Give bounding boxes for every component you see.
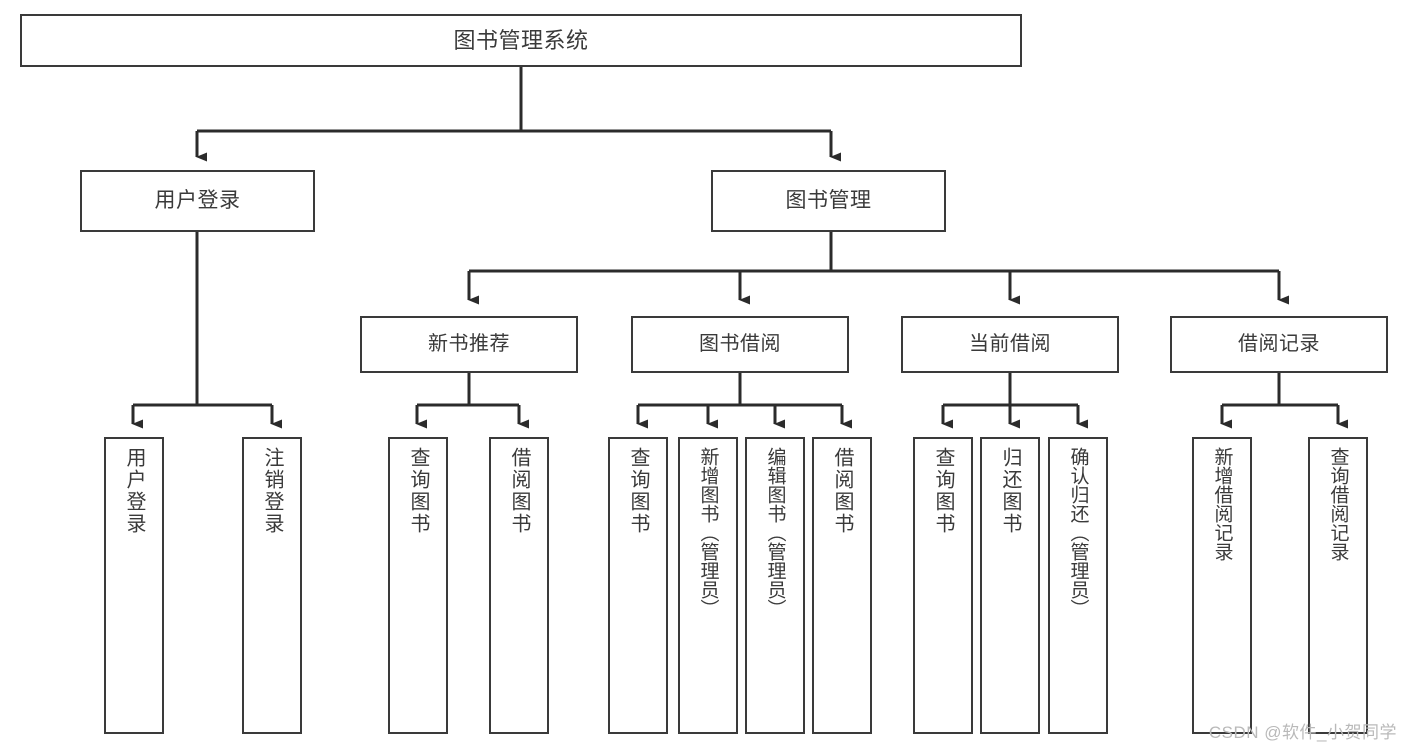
node-label: 新书推荐 <box>428 332 510 355</box>
node-book-management[interactable]: 图书管理 <box>711 170 946 232</box>
node-label: 图书管理 <box>785 188 872 212</box>
node-new-book-recommendation[interactable]: 新书推荐 <box>360 316 578 373</box>
node-label: 查询图书 <box>627 447 649 535</box>
node-label: 查询图书 <box>932 447 954 535</box>
leaf-book-borrow-edit-book-admin[interactable]: 编辑图书（管理员） <box>745 437 805 734</box>
leaf-new-book-borrow-book[interactable]: 借阅图书 <box>489 437 549 734</box>
node-label: 查询借阅记录 <box>1327 447 1349 561</box>
node-label: 查询图书 <box>407 447 429 535</box>
node-label: 当前借阅 <box>969 332 1051 355</box>
leaf-user-login-logout[interactable]: 注销登录 <box>242 437 302 734</box>
node-label: 新增图书（管理员） <box>697 447 719 618</box>
node-root-book-management-system[interactable]: 图书管理系统 <box>20 14 1022 67</box>
node-label: 注销登录 <box>261 447 283 535</box>
node-label: 借阅图书 <box>831 447 853 535</box>
node-label: 编辑图书（管理员） <box>764 447 786 618</box>
leaf-book-borrow-borrow-book[interactable]: 借阅图书 <box>812 437 872 734</box>
node-user-login[interactable]: 用户登录 <box>80 170 315 232</box>
node-label: 借阅图书 <box>508 447 530 535</box>
leaf-current-borrow-confirm-return-admin[interactable]: 确认归还（管理员） <box>1048 437 1108 734</box>
node-label: 归还图书 <box>999 447 1021 535</box>
leaf-current-borrow-query-book[interactable]: 查询图书 <box>913 437 973 734</box>
node-label: 新增借阅记录 <box>1211 447 1233 561</box>
node-label: 用户登录 <box>123 447 145 535</box>
leaf-book-borrow-query-book[interactable]: 查询图书 <box>608 437 668 734</box>
leaf-new-book-query-book[interactable]: 查询图书 <box>388 437 448 734</box>
watermark-text: CSDN @软件_小贺同学 <box>1208 723 1397 742</box>
node-current-borrow[interactable]: 当前借阅 <box>901 316 1119 373</box>
node-book-borrow[interactable]: 图书借阅 <box>631 316 849 373</box>
leaf-book-borrow-add-book-admin[interactable]: 新增图书（管理员） <box>678 437 738 734</box>
leaf-borrow-record-add-record[interactable]: 新增借阅记录 <box>1192 437 1252 734</box>
node-label: 确认归还（管理员） <box>1067 447 1089 618</box>
node-borrow-record[interactable]: 借阅记录 <box>1170 316 1388 373</box>
leaf-borrow-record-query-record[interactable]: 查询借阅记录 <box>1308 437 1368 734</box>
node-label: 图书借阅 <box>699 332 781 355</box>
leaf-current-borrow-return-book[interactable]: 归还图书 <box>980 437 1040 734</box>
leaf-user-login-login[interactable]: 用户登录 <box>104 437 164 734</box>
node-label: 借阅记录 <box>1238 332 1320 355</box>
node-label: 用户登录 <box>154 188 241 212</box>
node-label: 图书管理系统 <box>453 27 589 53</box>
